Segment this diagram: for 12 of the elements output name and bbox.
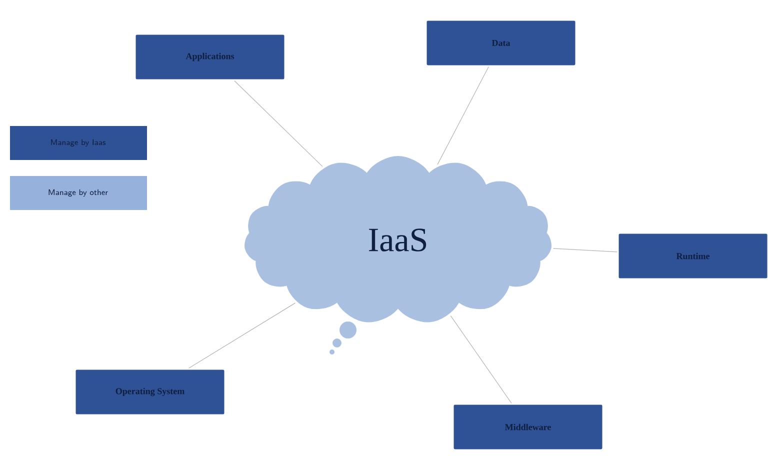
connector-line [234,80,323,167]
connector-line [552,248,618,252]
legend-item: Manage by other [8,174,149,212]
legend-item: Manage by Iaas [8,124,149,162]
process-box: Data [425,19,577,67]
process-box: Middleware [452,403,604,451]
connector-line [437,66,489,165]
process-box: Operating System [74,368,226,416]
process-box: Applications [134,33,286,81]
connector-line [450,316,512,404]
process-box: Runtime [617,232,768,280]
connector-line [188,302,296,369]
